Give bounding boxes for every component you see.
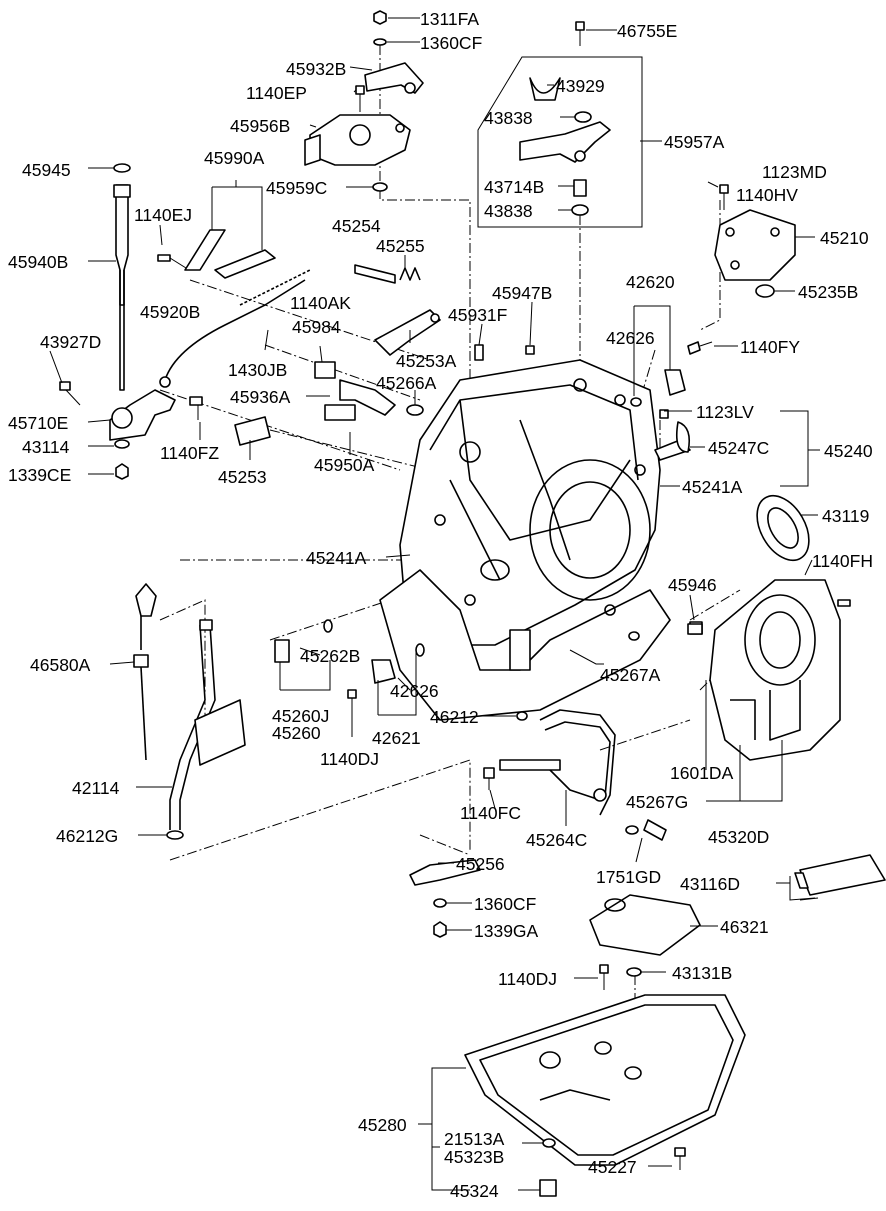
label-43838-a: 43838 — [484, 108, 533, 128]
label-45920B: 45920B — [140, 302, 200, 322]
label-46212G: 46212G — [56, 826, 118, 846]
case-lower-parts — [274, 619, 703, 721]
converter-housing-cover — [689, 579, 851, 761]
label-43929: 43929 — [556, 76, 605, 96]
label-45946: 45946 — [668, 575, 717, 595]
label-1339GA: 1339GA — [474, 921, 539, 941]
label-45947B: 45947B — [492, 283, 552, 303]
detent-spring-parts — [409, 859, 481, 938]
cable-bracket-45990A — [157, 229, 276, 279]
label-45959C: 45959C — [266, 178, 327, 198]
label-45241A-left: 45241A — [306, 548, 367, 568]
label-1339CE: 1339CE — [8, 465, 71, 485]
label-1140EP: 1140EP — [246, 83, 307, 103]
control-shaft-parts — [189, 264, 535, 446]
label-45253: 45253 — [218, 467, 267, 487]
label-21513A: 21513A — [444, 1129, 505, 1149]
label-45324: 45324 — [450, 1181, 499, 1201]
label-46212: 46212 — [430, 707, 479, 727]
oil-cooler-pipes — [483, 709, 667, 841]
manual-shaft-assembly — [59, 163, 176, 480]
label-1140FH: 1140FH — [812, 551, 873, 571]
shift-cable-45920B — [159, 269, 311, 388]
label-45931F: 45931F — [448, 305, 507, 325]
label-45264C: 45264C — [526, 830, 587, 850]
label-1140FY: 1140FY — [740, 337, 800, 357]
label-45262B: 45262B — [300, 646, 360, 666]
label-45241A-right: 45241A — [682, 477, 743, 497]
oil-pan-45280 — [464, 994, 746, 1197]
label-45260J: 45260J — [272, 706, 329, 726]
label-45956B: 45956B — [230, 116, 290, 136]
label-1751GD: 1751GD — [596, 867, 661, 887]
label-43114: 43114 — [22, 437, 70, 457]
label-43838-b: 43838 — [484, 201, 533, 221]
transaxle-case — [379, 359, 671, 721]
label-45936A: 45936A — [230, 387, 291, 407]
label-45710E: 45710E — [8, 413, 68, 433]
label-45256: 45256 — [456, 854, 505, 874]
label-46321: 46321 — [720, 917, 769, 937]
label-45280: 45280 — [358, 1115, 407, 1135]
label-45940B: 45940B — [8, 252, 68, 272]
label-45320D: 45320D — [708, 827, 769, 847]
label-1430JB: 1430JB — [228, 360, 287, 380]
inhibitor-switch-assembly — [304, 10, 424, 192]
label-43131B: 43131B — [672, 963, 732, 983]
leader-lines — [49, 17, 820, 1191]
label-1140FZ: 1140FZ — [160, 443, 219, 463]
label-45950A: 45950A — [314, 455, 375, 475]
bolt-46755E — [575, 21, 585, 46]
label-45247C: 45247C — [708, 438, 769, 458]
label-43927D: 43927D — [40, 332, 101, 352]
label-45253A: 45253A — [396, 351, 457, 371]
label-1140AK: 1140AK — [290, 293, 351, 313]
label-42620: 42620 — [626, 272, 675, 292]
label-43116D: 43116D — [680, 874, 740, 894]
label-1140DJ-bottom: 1140DJ — [498, 969, 557, 989]
label-45984: 45984 — [292, 317, 341, 337]
label-45260: 45260 — [272, 723, 321, 743]
label-1140HV: 1140HV — [736, 185, 798, 205]
label-45254: 45254 — [332, 216, 381, 236]
label-42626-top: 42626 — [606, 328, 655, 348]
part-number-labels: 1311FA 1360CF 46755E 45932B 1140EP 43929… — [8, 9, 873, 1201]
label-45210: 45210 — [820, 228, 869, 248]
detent-assembly-box — [477, 56, 643, 228]
label-45945: 45945 — [22, 160, 71, 180]
label-45235B: 45235B — [798, 282, 858, 302]
oil-level-gauge-assembly — [133, 583, 246, 840]
label-45267A: 45267A — [600, 665, 661, 685]
label-1360CF-bottom: 1360CF — [474, 894, 536, 914]
label-45990A: 45990A — [204, 148, 265, 168]
label-1140DJ-mid: 1140DJ — [320, 749, 379, 769]
label-1123MD: 1123MD — [762, 162, 827, 182]
label-45323B: 45323B — [444, 1147, 504, 1167]
label-45957A: 45957A — [664, 132, 725, 152]
label-45267G: 45267G — [626, 792, 688, 812]
case-right-parts — [630, 184, 810, 562]
label-1140FC: 1140FC — [460, 803, 521, 823]
label-45240: 45240 — [824, 441, 873, 461]
label-46755E: 46755E — [617, 21, 677, 41]
label-1140EJ: 1140EJ — [134, 205, 192, 225]
label-1601DA: 1601DA — [670, 763, 734, 783]
label-45932B: 45932B — [286, 59, 346, 79]
label-1311FA: 1311FA — [420, 9, 479, 29]
label-1360CF-top: 1360CF — [420, 33, 482, 53]
label-45255: 45255 — [376, 236, 425, 256]
label-42621: 42621 — [372, 728, 421, 748]
sealant-tube-43116D — [794, 854, 886, 901]
label-1123LV: 1123LV — [696, 402, 754, 422]
label-43714B: 43714B — [484, 177, 544, 197]
label-45266A: 45266A — [376, 373, 437, 393]
label-45227: 45227 — [588, 1157, 637, 1177]
label-42114: 42114 — [72, 778, 120, 798]
label-42626-mid: 42626 — [390, 681, 439, 701]
label-46580A: 46580A — [30, 655, 91, 675]
label-43119: 43119 — [822, 506, 869, 526]
